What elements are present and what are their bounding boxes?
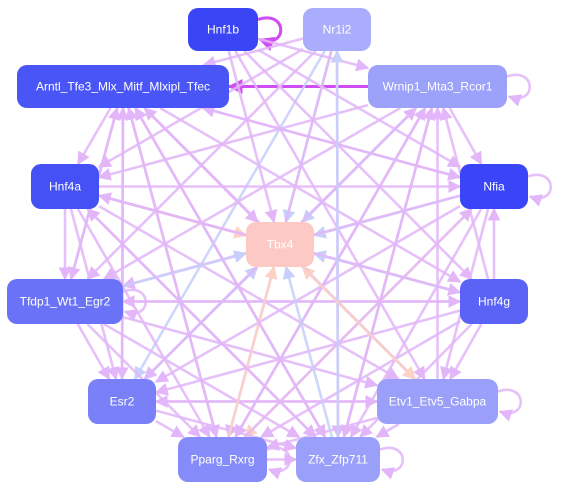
node-label-etv1: Etv1_Etv5_Gabpa <box>389 395 487 409</box>
node-wrnip1[interactable]: Wrnip1_Mta3_Rcor1 <box>368 65 507 108</box>
edge-zfx-to-zfx <box>379 446 404 480</box>
edge-hnf1b-to-wrnip1 <box>257 37 370 72</box>
edge-hnf4a-to-etv1 <box>98 204 400 381</box>
edge-esr2-to-pparg <box>155 419 185 439</box>
edge-zfx-to-wrnip1 <box>342 106 436 438</box>
node-label-nr1i2: Nr1i2 <box>323 23 352 37</box>
node-label-wrnip1: Wrnip1_Mta3_Rcor1 <box>383 80 493 94</box>
edge-tfdp1-to-esr2 <box>76 323 111 381</box>
edge-arntl-to-hnf4a <box>76 107 112 166</box>
edge-arntl-to-hnf4g <box>159 106 462 283</box>
node-label-pparg: Pparg_Rxrg <box>190 453 254 467</box>
node-tfdp1[interactable]: Tfdp1_Wt1_Egr2 <box>7 279 123 324</box>
node-label-hnf1b: Hnf1b <box>207 23 239 37</box>
edge-nr1i2-to-esr2 <box>133 50 326 381</box>
edge-wrnip1-to-tfdp1 <box>102 106 401 281</box>
edge-etv1-to-zfx <box>375 422 400 439</box>
edge-zfx-to-nr1i2 <box>330 49 344 438</box>
edge-hnf1b-to-etv1 <box>234 50 426 381</box>
node-label-hnf4g: Hnf4g <box>478 295 510 309</box>
node-label-tbx4: Tbx4 <box>267 238 294 252</box>
edge-nfia-to-nfia <box>527 173 552 207</box>
edge-nfia-to-esr2 <box>154 205 461 383</box>
node-esr2[interactable]: Esr2 <box>88 379 156 424</box>
edge-tfdp1-to-tbx4 <box>122 250 248 288</box>
edge-pparg-to-wrnip1 <box>234 106 427 438</box>
node-hnf1b[interactable]: Hnf1b <box>188 8 258 51</box>
edge-pparg-to-tbx4 <box>227 265 278 438</box>
node-label-hnf4a: Hnf4a <box>49 180 81 194</box>
edge-nr1i2-to-arntl <box>202 37 304 69</box>
edge-zfx-to-arntl <box>134 106 327 438</box>
node-zfx[interactable]: Zfx_Zfp711 <box>296 437 380 482</box>
node-etv1[interactable]: Etv1_Etv5_Gabpa <box>377 379 498 424</box>
edge-tfdp1-to-etv1 <box>122 315 379 389</box>
node-pparg[interactable]: Pparg_Rxrg <box>178 437 267 482</box>
edge-hnf4g-to-etv1 <box>449 323 483 381</box>
edge-hnf1b-to-hnf1b <box>257 16 283 52</box>
node-arntl[interactable]: Arntl_Tfe3_Mlx_Mitf_Mlxipl_Tfec <box>17 65 229 108</box>
node-label-esr2: Esr2 <box>110 395 135 409</box>
edge-zfx-to-hnf4a <box>86 208 317 438</box>
node-tbx4[interactable]: Tbx4 <box>246 222 314 267</box>
edge-wrnip1-to-nfia <box>448 107 483 166</box>
node-layer: Hnf1b Nr1i2 Arntl_Tfe3_Mlx_Mitf_Mlxipl_T… <box>7 8 528 482</box>
edge-tbx4-to-etv1 <box>301 266 416 380</box>
node-nr1i2[interactable]: Nr1i2 <box>303 8 371 51</box>
edge-wrnip1-to-wrnip1 <box>506 73 531 107</box>
node-hnf4g[interactable]: Hnf4g <box>460 279 528 324</box>
node-label-zfx: Zfx_Zfp711 <box>308 453 368 467</box>
edge-pparg-to-arntl <box>125 106 218 438</box>
edge-etv1-to-etv1 <box>497 388 522 422</box>
node-nfia[interactable]: Nfia <box>460 164 528 209</box>
node-label-nfia: Nfia <box>483 180 505 194</box>
edge-zfx-to-tbx4 <box>282 265 334 438</box>
node-hnf4a[interactable]: Hnf4a <box>31 164 99 209</box>
node-label-tfdp1: Tfdp1_Wt1_Egr2 <box>20 295 111 309</box>
node-label-arntl: Arntl_Tfe3_Mlx_Mitf_Mlxipl_Tfec <box>36 80 210 94</box>
